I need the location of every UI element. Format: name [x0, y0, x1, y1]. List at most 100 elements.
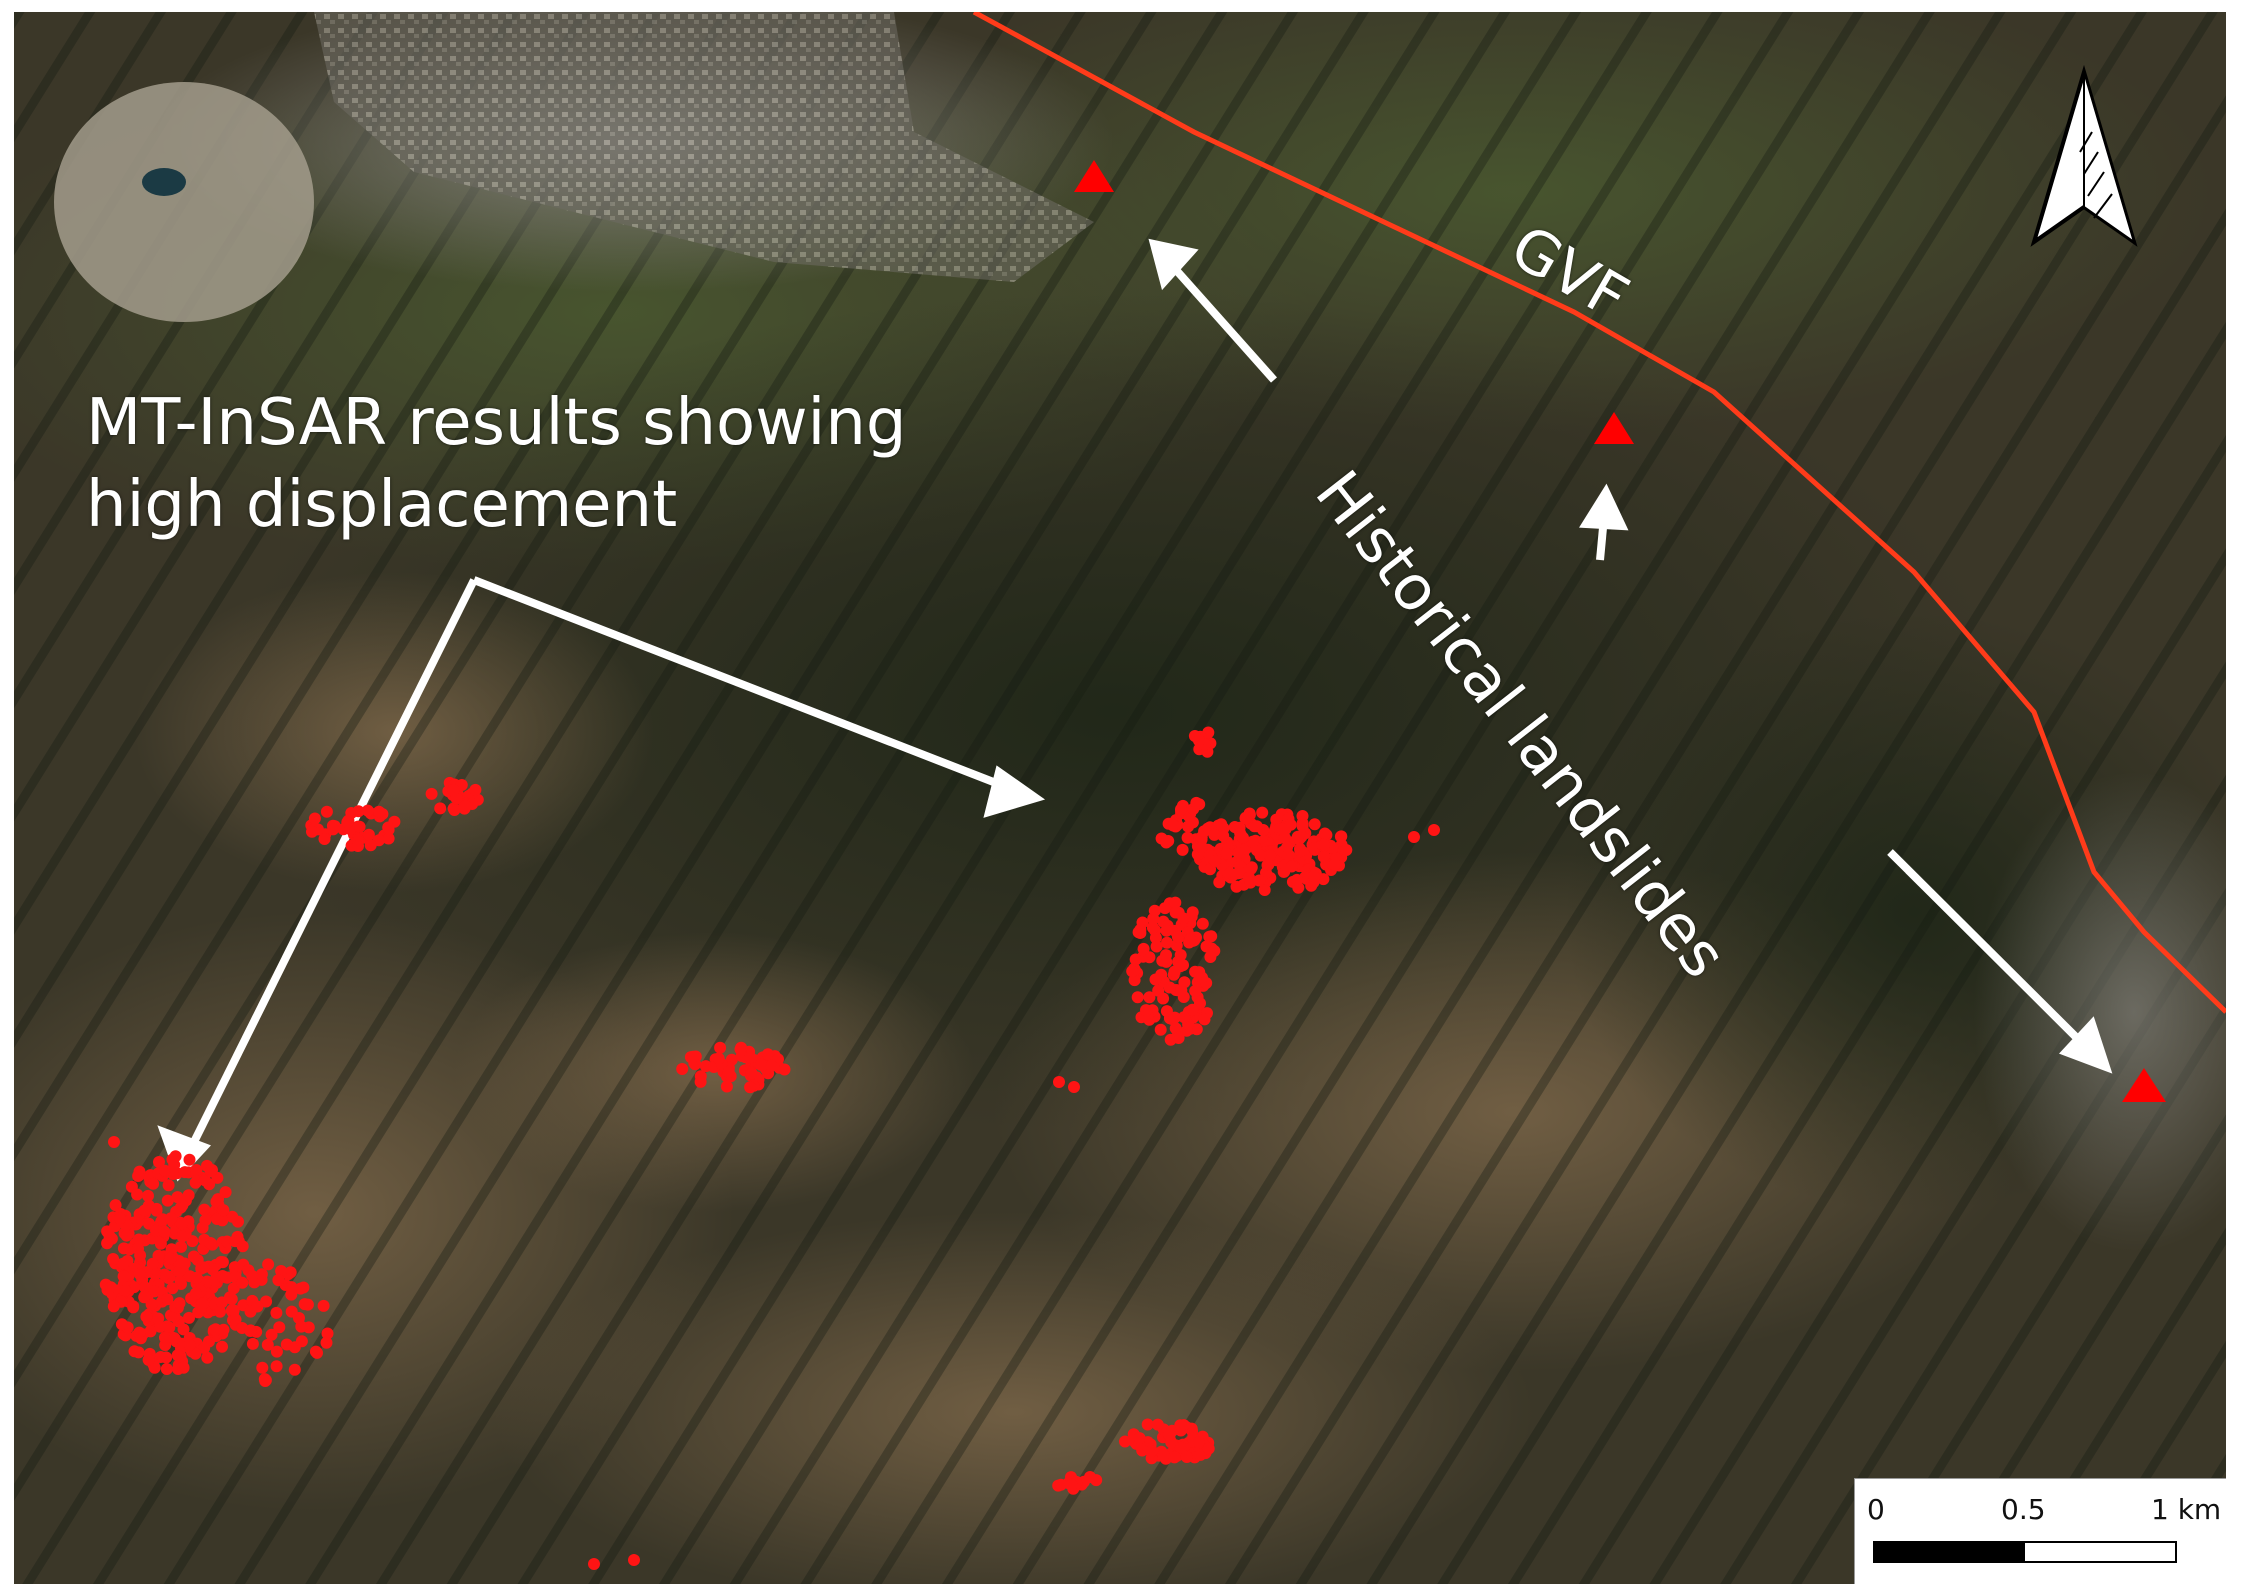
insar-point	[226, 1210, 239, 1223]
insar-point	[1145, 1445, 1158, 1458]
insar-point	[209, 1324, 222, 1337]
insar-point	[214, 1305, 226, 1318]
insar-point	[117, 1270, 130, 1283]
insar-point	[1195, 831, 1208, 844]
insar-point	[285, 1281, 298, 1294]
insar-point	[588, 1558, 600, 1570]
insar-point	[1198, 1013, 1211, 1026]
insar-point	[1143, 991, 1156, 1004]
insar-point	[765, 1059, 778, 1072]
insar-point	[1243, 807, 1256, 820]
insar-point	[262, 1258, 275, 1271]
insar-point	[133, 1268, 146, 1281]
insar-point	[1068, 1081, 1080, 1093]
insar-point	[131, 1188, 144, 1201]
insar-point	[215, 1296, 228, 1309]
insar-point	[183, 1153, 196, 1166]
insar-point	[1151, 1418, 1164, 1431]
insar-point	[285, 1305, 298, 1318]
insar-point	[720, 1080, 733, 1093]
insar-point	[1230, 880, 1243, 893]
insar-point	[294, 1282, 307, 1295]
insar-point	[694, 1075, 707, 1088]
insar-point	[132, 1233, 145, 1246]
insar-point	[1171, 930, 1184, 943]
insar-point	[1254, 849, 1267, 862]
insar-point	[119, 1284, 132, 1297]
insar-point	[107, 1300, 120, 1313]
insar-point	[201, 1351, 214, 1364]
insar-point	[298, 1298, 311, 1311]
insar-point	[116, 1257, 129, 1270]
insar-point	[1278, 831, 1291, 844]
insar-point	[1290, 873, 1303, 886]
insar-point	[162, 1179, 175, 1192]
insar-point	[227, 1304, 240, 1317]
insar-point	[1168, 1011, 1181, 1024]
insar-point	[146, 1257, 159, 1270]
scale-bar: 0 0.5 1 km	[1854, 1478, 2226, 1584]
insar-point	[754, 1058, 767, 1071]
insar-point	[1154, 1023, 1167, 1036]
insar-point	[225, 1293, 238, 1306]
insar-point	[1169, 906, 1182, 919]
insar-point	[153, 1156, 165, 1168]
insar-point	[1133, 1432, 1146, 1445]
insar-point	[217, 1204, 230, 1217]
insar-point	[1168, 1451, 1181, 1464]
insar-point	[189, 1347, 202, 1360]
insar-point	[134, 1249, 147, 1262]
insar-point	[117, 1242, 130, 1255]
insar-point	[183, 1339, 196, 1351]
insar-point	[320, 1336, 333, 1349]
insar-point	[187, 1250, 200, 1263]
insar-point	[147, 1177, 160, 1190]
insar-point	[261, 1338, 274, 1351]
insar-point	[211, 1213, 224, 1225]
insar-point	[236, 1276, 249, 1289]
insar-point	[341, 816, 354, 829]
insar-point	[132, 1170, 145, 1182]
insar-point	[1172, 1032, 1185, 1044]
insar-point	[318, 833, 331, 845]
insar-point	[722, 1066, 735, 1078]
insar-point	[158, 1268, 171, 1281]
insar-point	[1175, 803, 1187, 816]
red-triangle-icon	[2122, 1068, 2166, 1102]
insar-label-line2: high displacement	[86, 468, 678, 542]
insar-point	[712, 1052, 725, 1065]
insar-point	[448, 804, 461, 816]
insar-point	[270, 1306, 283, 1319]
insar-point	[364, 839, 377, 852]
insar-point	[183, 1311, 195, 1324]
insar-point	[1243, 871, 1255, 884]
urban-area	[314, 12, 1094, 282]
insar-point	[1237, 831, 1249, 844]
insar-point	[1149, 973, 1162, 986]
insar-point	[152, 1312, 165, 1325]
insar-point	[361, 804, 374, 817]
insar-point	[107, 1253, 120, 1265]
insar-point	[1189, 985, 1202, 997]
insar-point	[109, 1199, 122, 1212]
insar-point	[1263, 849, 1276, 862]
insar-point	[1205, 930, 1218, 943]
insar-point	[198, 1342, 211, 1354]
insar-point	[256, 1361, 269, 1374]
insar-point	[219, 1186, 232, 1199]
insar-point	[744, 1081, 757, 1094]
insar-point	[1220, 847, 1233, 860]
map-frame: MT-InSAR results showing high displaceme…	[14, 12, 2226, 1584]
insar-point	[1328, 858, 1341, 871]
insar-point	[1157, 1448, 1170, 1461]
insar-point	[1160, 1005, 1173, 1018]
insar-point	[244, 1325, 257, 1337]
insar-point	[108, 1136, 120, 1148]
insar-point	[1119, 1435, 1131, 1448]
insar-point	[1065, 1478, 1078, 1491]
insar-point	[1232, 847, 1245, 859]
insar-point	[1053, 1076, 1065, 1088]
insar-point	[120, 1229, 133, 1242]
insar-point	[382, 821, 395, 834]
insar-point	[216, 1340, 228, 1353]
